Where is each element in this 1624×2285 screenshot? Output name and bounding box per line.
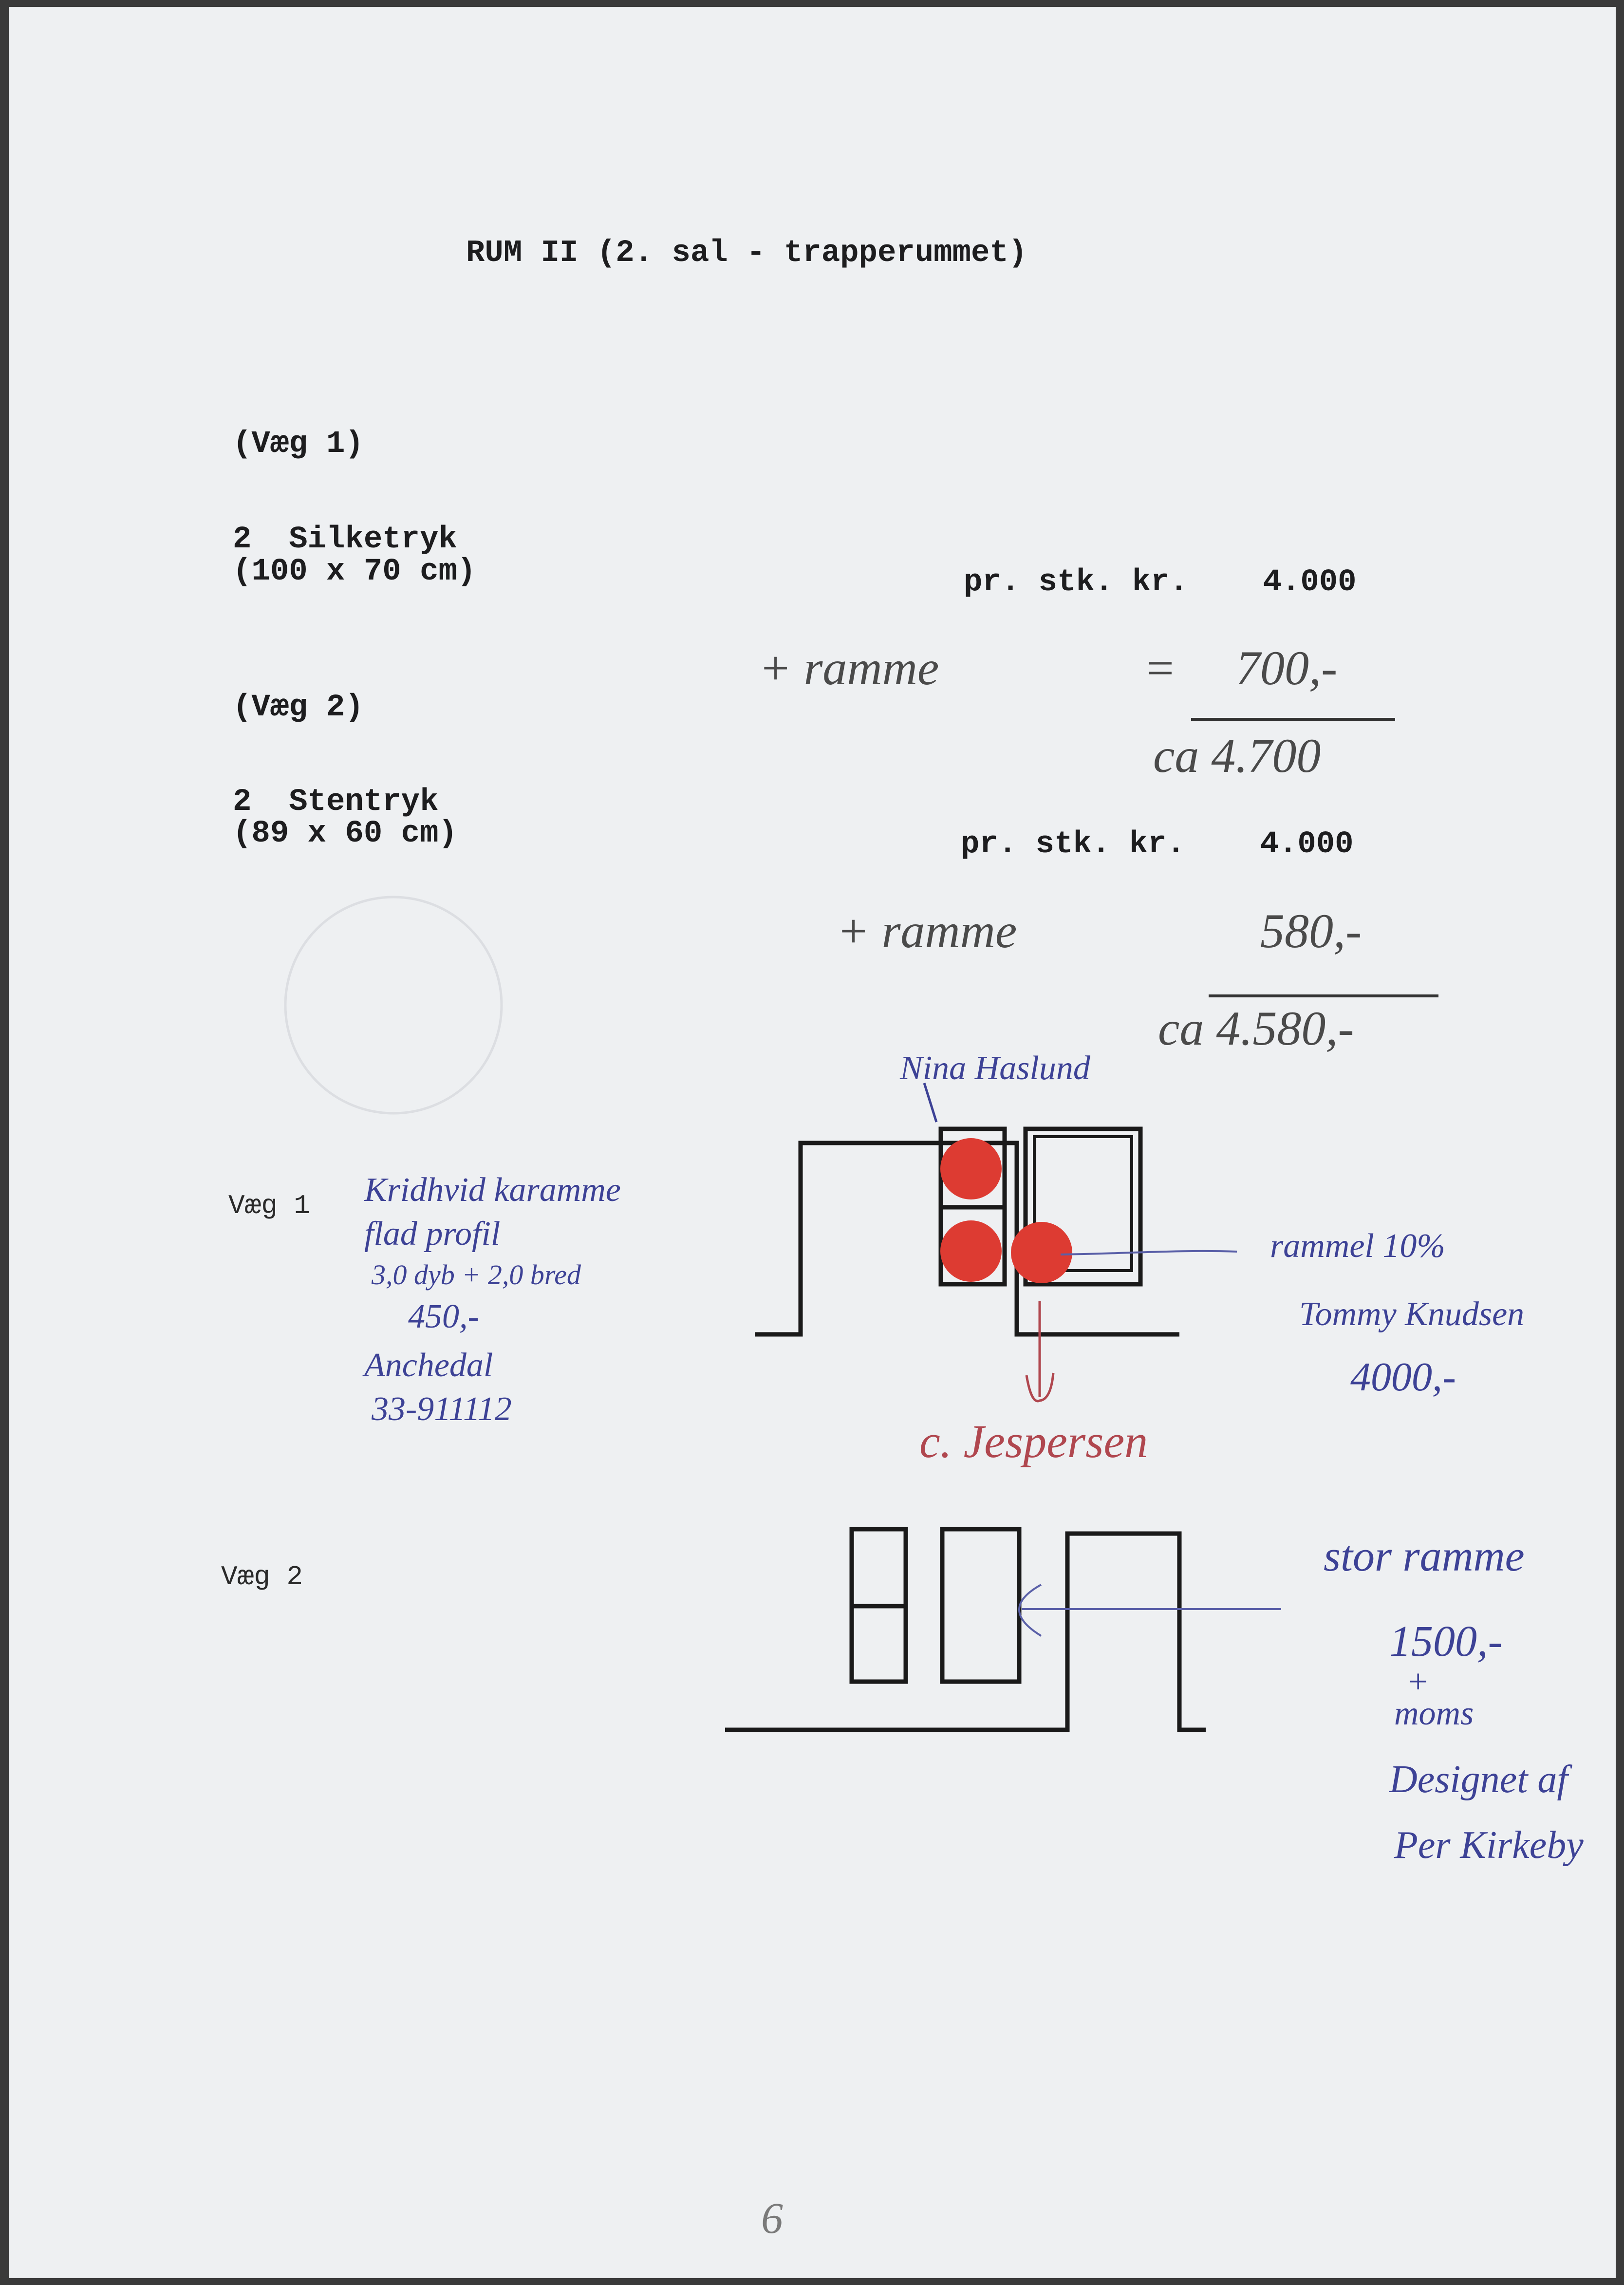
sold-dot [940,1220,1002,1282]
left-note: 450,- [408,1298,479,1335]
tall-frame [940,1527,1022,1684]
wall1-item: 2 Silketryk [233,522,457,557]
faint-circle-stain [284,896,503,1115]
wall1-price: pr. stk. kr. 4.000 [964,565,1357,600]
wall2-frame-price: 580,- [1260,904,1362,958]
large-frame-inner [1033,1135,1133,1272]
sold-dot [1011,1222,1072,1283]
wall2-price: pr. stk. kr. 4.000 [961,827,1354,862]
right-note: rammel 10% [1270,1227,1445,1265]
right-note: 4000,- [1350,1354,1456,1400]
sketch1-label: Væg 1 [228,1190,311,1221]
right-note: stor ramme [1324,1532,1525,1580]
document-page: RUM II (2. sal - trapperummet) (Væg 1) 2… [9,7,1616,2278]
left-note: Anchedal [364,1347,493,1384]
wall2-item: 2 Stentryk [233,785,439,820]
left-note: Kridhvid karamme [364,1171,621,1209]
drawings [284,718,1438,1732]
wall1-size: (100 x 70 cm) [233,554,476,589]
large-frame [1023,1126,1143,1287]
wall1-frame-label: + ramme [759,641,939,695]
pointer-arrow [1018,1584,1281,1637]
wall2-sketch [725,1527,1206,1732]
red-note: c. Jespersen [919,1415,1148,1467]
left-note: 33-911112 [372,1390,512,1428]
red-arrow [1025,1301,1055,1403]
right-note: Per Kirkeby [1394,1824,1584,1867]
left-note: flad profil [364,1215,501,1253]
pointer-line [923,1083,938,1123]
left-note: 3,0 dyb + 2,0 bred [372,1259,581,1291]
right-note: + [1406,1663,1430,1701]
wall2-frame-label: + ramme [837,904,1017,958]
artist-note: Nina Haslund [900,1049,1090,1087]
right-note: 1500,- [1389,1617,1503,1666]
wall2-outline [725,1531,1206,1732]
right-note: moms [1394,1695,1474,1732]
wall1-frame-eq: = [1143,641,1176,695]
page-title: RUM II (2. sal - trapperummet) [466,236,1027,271]
wall1-outline [755,1141,1179,1337]
right-note: Designet af [1389,1758,1568,1801]
right-note: Tommy Knudsen [1299,1295,1525,1333]
wall1-total: ca 4.700 [1153,729,1321,783]
wall1-heading: (Væg 1) [233,427,364,462]
wall2-total: ca 4.580,- [1158,1001,1354,1055]
wall2-size: (89 x 60 cm) [233,816,457,851]
pointer-line [1060,1250,1237,1255]
wall1-frame-price: 700,- [1236,641,1338,695]
sketch2-label: Væg 2 [221,1561,303,1592]
sold-dot [940,1138,1002,1199]
page-number: 6 [761,2194,783,2243]
wall2-heading: (Væg 2) [233,690,364,725]
